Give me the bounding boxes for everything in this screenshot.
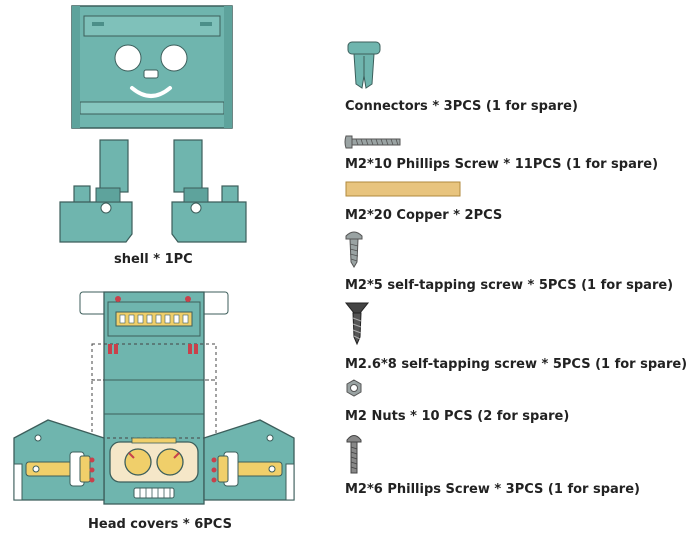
long-screw-icon (344, 135, 401, 149)
head-covers-label: Head covers * 6PCS (88, 517, 232, 532)
part-label-copper: M2*20 Copper * 2PCS (345, 208, 503, 223)
phillips-screw-icon (346, 435, 362, 474)
hex-nut-icon (346, 379, 362, 397)
head-covers-illustration (13, 291, 295, 505)
self-tapping-screw-icon (344, 302, 370, 346)
shell-panel-illustration (71, 5, 233, 129)
connector-icon (347, 41, 381, 89)
part-label-m2-6-8-screw: M2.6*8 self-tapping screw * 5PCS (1 for … (345, 357, 687, 372)
copper-standoff-icon (345, 181, 461, 197)
part-label-m2-10-screw: M2*10 Phillips Screw * 11PCS (1 for spar… (345, 157, 659, 172)
part-label-m2-nuts: M2 Nuts * 10 PCS (2 for spare) (345, 409, 570, 424)
short-screw-icon (345, 231, 363, 268)
shell-legs-illustration (59, 139, 247, 243)
shell-label: shell * 1PC (114, 252, 193, 267)
part-label-m2-5-screw: M2*5 self-tapping screw * 5PCS (1 for sp… (345, 278, 674, 293)
part-label-connectors: Connectors * 3PCS (1 for spare) (345, 99, 578, 114)
part-label-m2-6-screw: M2*6 Phillips Screw * 3PCS (1 for spare) (345, 482, 640, 497)
